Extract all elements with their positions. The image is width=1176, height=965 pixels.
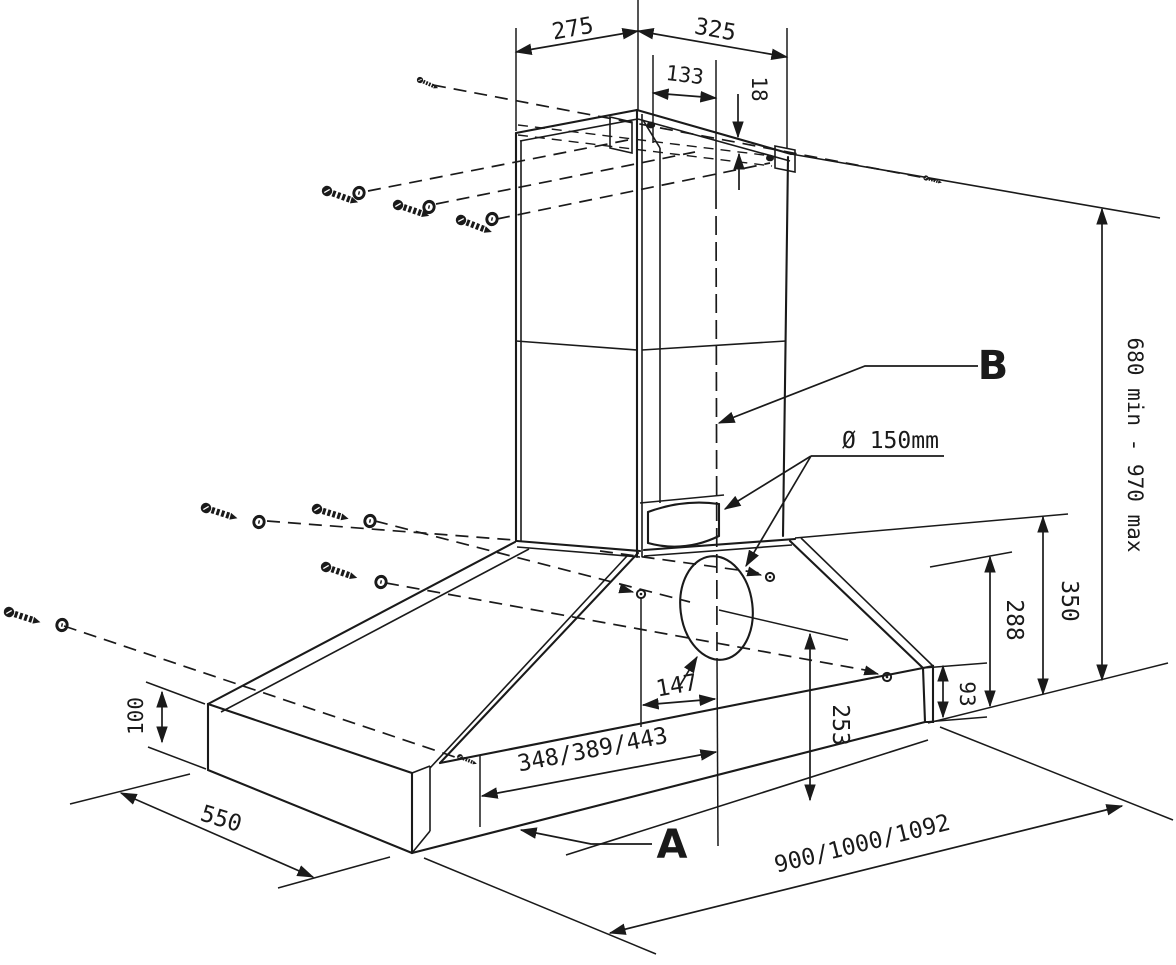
washer-icon — [54, 616, 70, 634]
dim-133-label: 133 — [665, 61, 706, 89]
washer-icon — [251, 513, 267, 531]
chimney-duct — [514, 108, 793, 559]
washer-icon — [362, 512, 378, 530]
diameter-leader — [745, 455, 812, 568]
callout-b-leader — [717, 365, 978, 424]
duct-collar — [639, 494, 725, 548]
dim-93-label: 93 — [955, 681, 979, 706]
mounting-hardware — [3, 74, 945, 768]
washer-icon — [351, 184, 367, 202]
washer-icon — [373, 573, 389, 591]
dim-348-389-443-label: 348/389/443 — [515, 723, 669, 778]
screw-icon — [320, 561, 360, 581]
dim-550-label: 550 — [197, 801, 244, 838]
dim-288-label: 288 — [1001, 599, 1027, 641]
dim-147-label: 147 — [654, 670, 699, 703]
screw-icon — [413, 74, 442, 92]
hole-leader — [678, 655, 698, 688]
dim-100-label: 100 — [124, 697, 148, 735]
canopy — [206, 537, 934, 769]
dim-18-label: 18 — [747, 76, 771, 101]
dim-253-label: 253 — [827, 704, 853, 746]
callout-a-leader — [519, 827, 652, 845]
callout-a-label: A — [657, 822, 688, 868]
dim-900-1000-1092-label: 900/1000/1092 — [772, 810, 953, 879]
bracket-screw-dot — [766, 154, 774, 162]
washer-icon — [484, 210, 500, 228]
callout-b-label: B — [978, 343, 1009, 389]
panel-plug — [746, 566, 776, 583]
dim-350-label: 350 — [1056, 580, 1082, 622]
washer-icon — [421, 198, 437, 216]
dim-275-label: 275 — [550, 13, 595, 46]
duct-hole-outline — [679, 555, 754, 661]
panel-plug — [618, 583, 647, 600]
dimension-lines — [119, 27, 1124, 935]
projection-lines — [63, 84, 937, 758]
panel-plug — [863, 665, 893, 683]
screw-icon — [311, 503, 351, 522]
dim-680-970-label: 680 min - 970 max — [1123, 338, 1147, 553]
diameter-leader — [723, 455, 812, 510]
center-axis-line — [715, 189, 718, 659]
screw-icon — [3, 606, 43, 626]
dim-diameter-label: Ø 150mm — [842, 428, 939, 454]
screw-icon — [200, 502, 240, 522]
